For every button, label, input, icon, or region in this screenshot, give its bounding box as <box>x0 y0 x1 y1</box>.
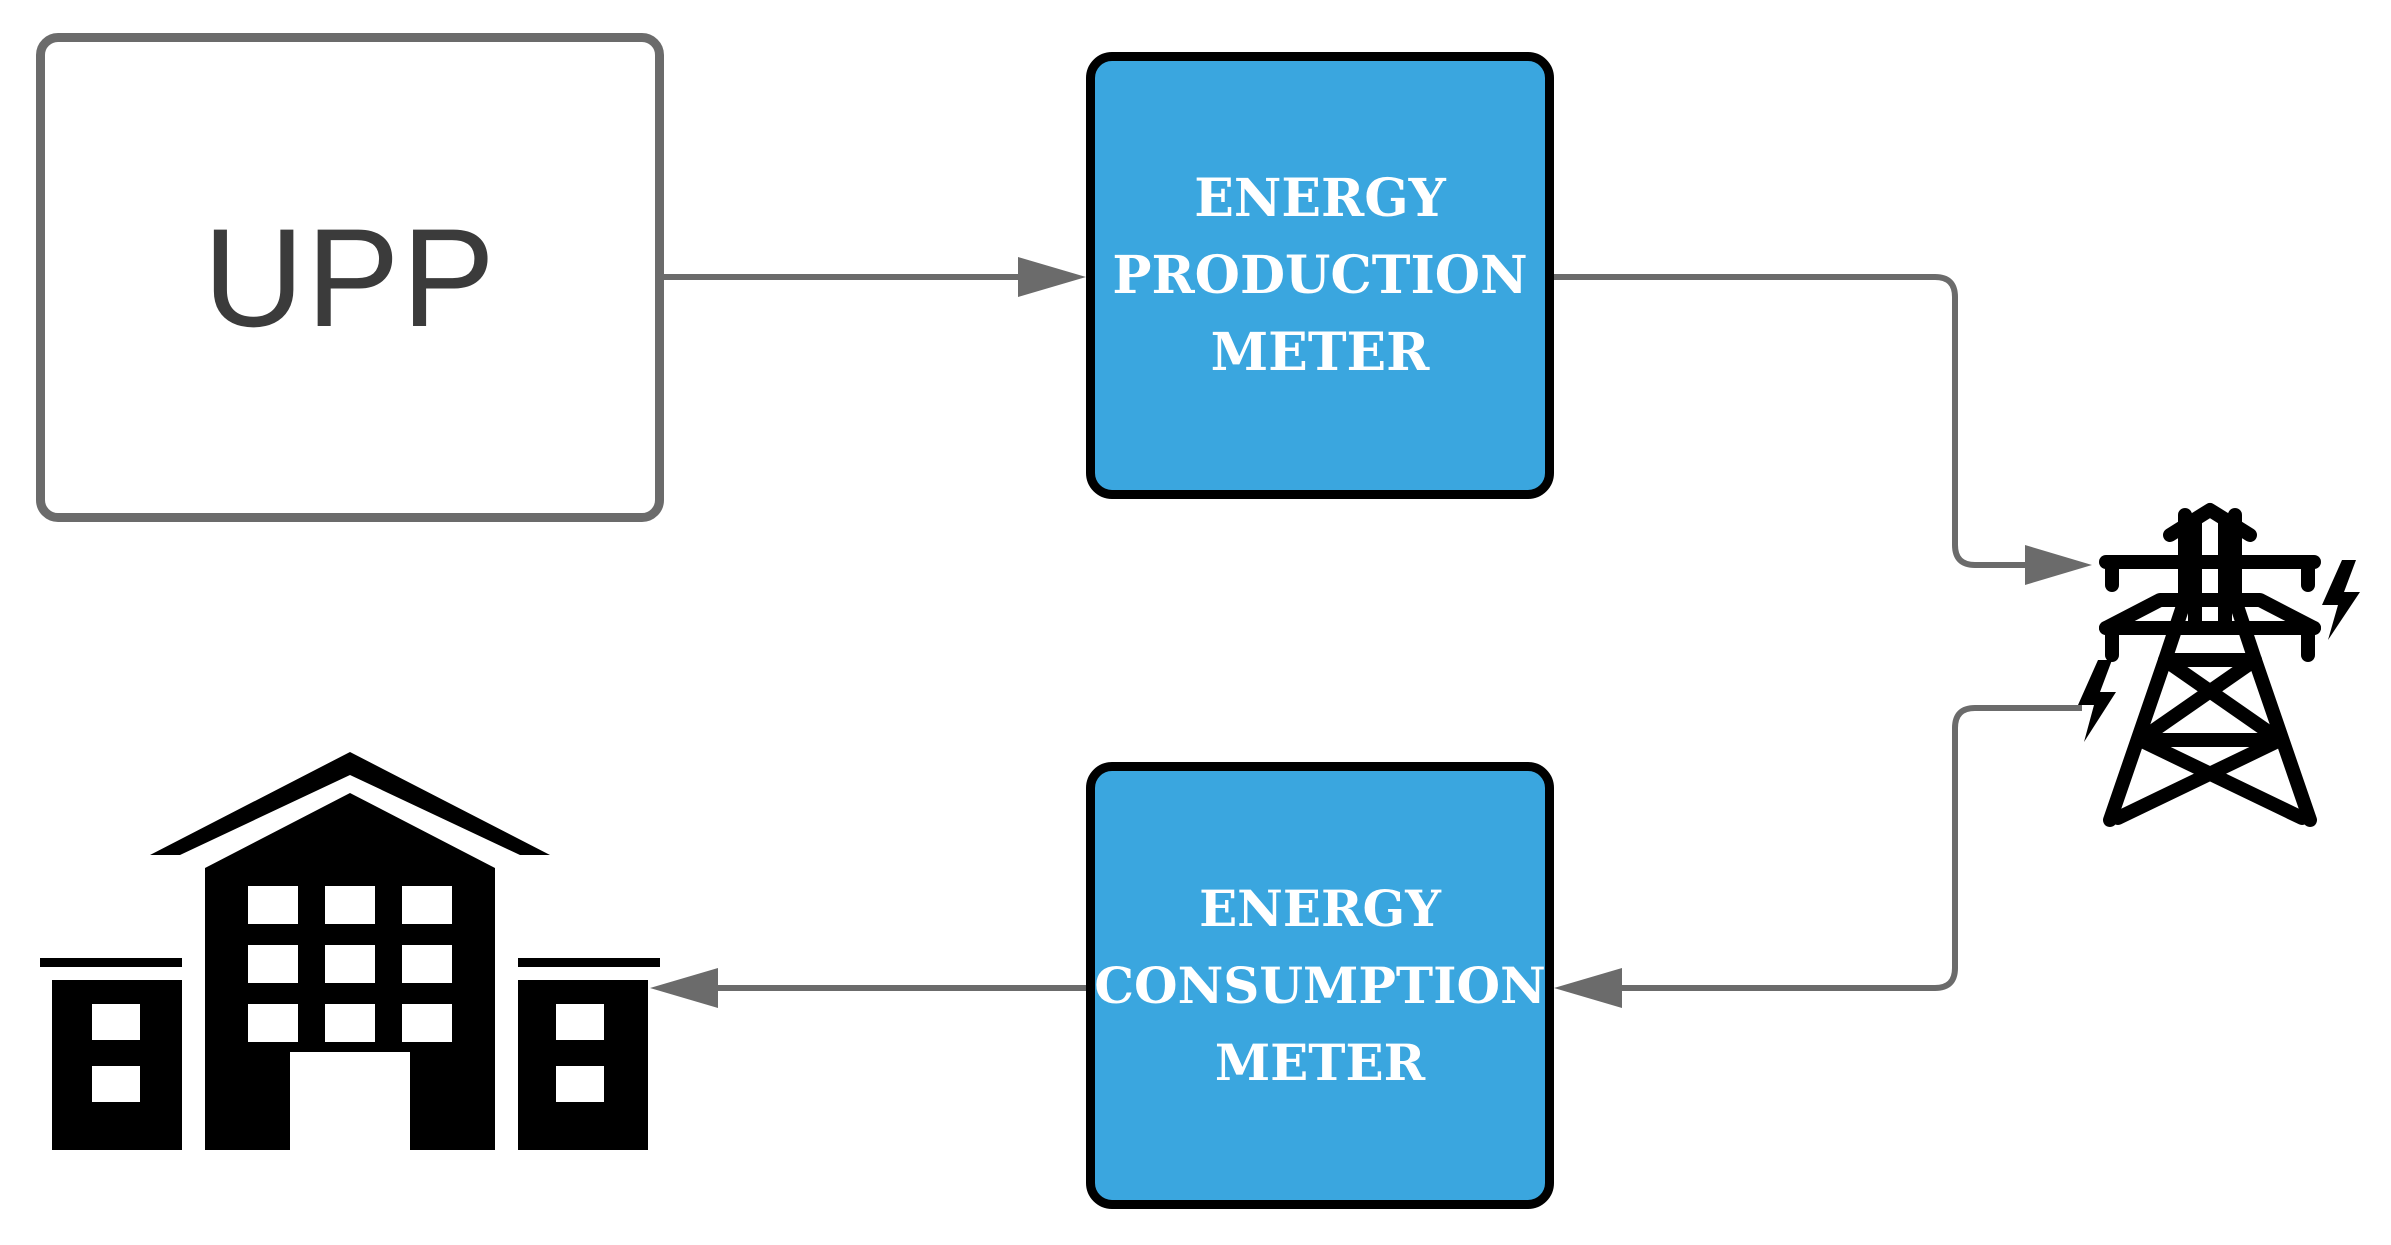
upp-label: UPP <box>203 198 497 356</box>
production-meter-label-line-1: ENERGY <box>1194 168 1446 229</box>
consumption-meter-label-line-1: ENERGY <box>1199 879 1441 938</box>
arrowhead-icon <box>650 968 718 1008</box>
consumption-meter-label-line-2: CONSUMPTION <box>1094 956 1546 1015</box>
connector-upp-to-production-meter <box>664 257 1086 297</box>
connector-consumption-meter-to-building <box>650 968 1086 1008</box>
connector-tower-to-consumption-meter <box>1554 705 2082 1008</box>
consumption-meter-label-line-3: METER <box>1214 1033 1426 1092</box>
upp-node: UPP <box>36 33 664 522</box>
production-meter-label-line-3: METER <box>1210 322 1430 383</box>
production-meter-label-line-2: PRODUCTION <box>1112 245 1528 306</box>
energy-consumption-meter-node: ENERGY CONSUMPTION METER <box>1086 762 1554 1209</box>
transmission-tower-icon <box>2078 503 2360 827</box>
arrowhead-icon <box>1554 968 1622 1008</box>
arrowhead-icon <box>1018 257 1086 297</box>
energy-production-meter-node: ENERGY PRODUCTION METER <box>1086 52 1554 499</box>
connector-production-meter-to-tower <box>1554 274 2092 585</box>
building-icon <box>40 752 660 1150</box>
arrowhead-icon <box>2025 545 2092 585</box>
